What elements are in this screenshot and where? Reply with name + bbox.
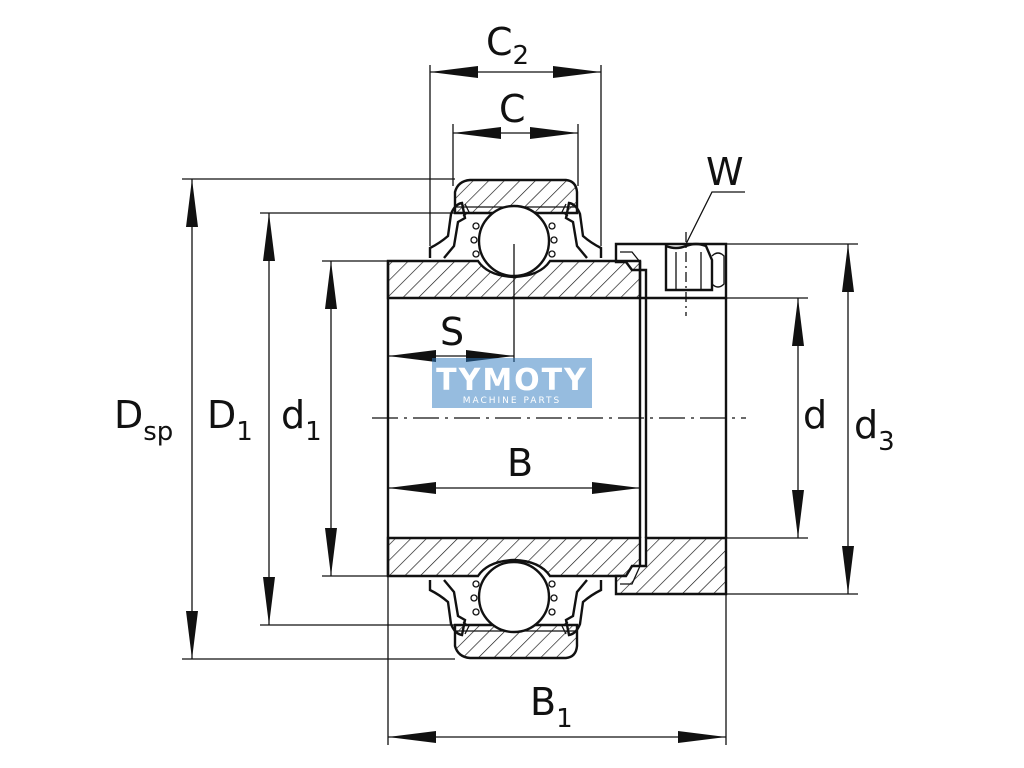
- watermark-name: TYMOTY: [436, 363, 588, 398]
- watermark-logo: TYMOTY MACHINE PARTS: [432, 358, 592, 408]
- label-c2: C2: [486, 20, 529, 71]
- label-s: S: [440, 310, 464, 354]
- seals-bottom: [428, 579, 603, 637]
- dimension-lines: [186, 66, 854, 743]
- label-w: W: [706, 150, 744, 194]
- label-d3: d3: [854, 403, 895, 457]
- label-d1-inner: d1: [281, 393, 322, 447]
- inner-ring-bottom: [386, 536, 642, 578]
- watermark-tagline: MACHINE PARTS: [463, 396, 562, 406]
- label-dsp: Dsp: [114, 393, 173, 447]
- label-c: C: [499, 87, 526, 131]
- locking-collar-top: [614, 232, 728, 316]
- locking-collar-bottom: [614, 536, 728, 596]
- label-d: d: [803, 393, 827, 437]
- extension-lines: [182, 65, 858, 745]
- label-b1: B1: [530, 680, 573, 734]
- dimension-labels: C2 C W S Dsp D1 d1 B d d3 B1: [114, 20, 895, 734]
- watermark-background: [432, 358, 592, 408]
- label-d1-outer: D1: [207, 393, 253, 447]
- balls: [470, 204, 558, 634]
- label-b: B: [507, 441, 533, 485]
- ball-bottom: [477, 560, 551, 634]
- seals-top: [428, 201, 603, 259]
- outer-ring-top: [453, 178, 579, 215]
